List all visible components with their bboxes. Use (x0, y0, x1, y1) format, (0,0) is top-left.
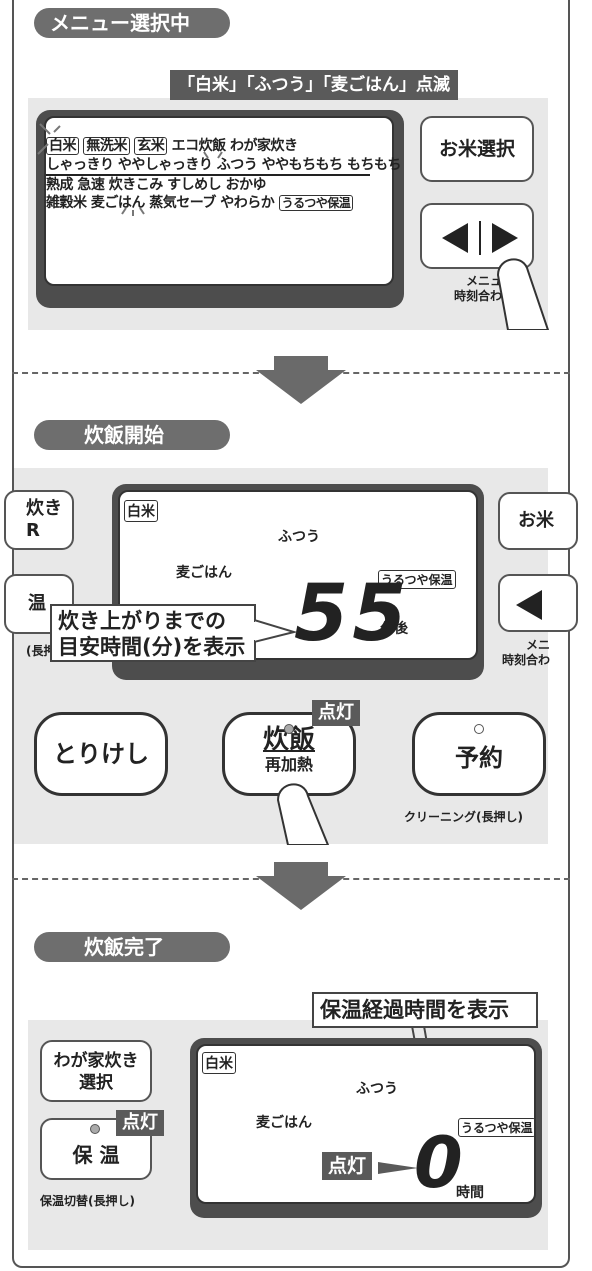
menu-row-2: しゃっきり ややしゃっきり ふつう ややもちもち もちもち (46, 154, 402, 176)
menu-row-4: 雑穀米 麦ごはん 蒸気セーブ やわらか うるつや保温 (46, 192, 354, 212)
remaining-time-callout: 炊き上がりまでの 目安時間(分)を表示 (50, 604, 256, 662)
menu-item: 熟成 (46, 177, 74, 193)
lcd-hours-unit: 時間 (456, 1185, 484, 1201)
section-title-text: メニュー選択中 (50, 11, 190, 35)
section-title-cooking-done: 炊飯完了 (34, 932, 230, 962)
menu-item: 蒸気セーブ (149, 195, 216, 211)
menu-item: ややもちもち (261, 157, 344, 173)
lcd-keepwarm-indicator: うるつや保温 (378, 570, 456, 589)
keepwarm-lit-tag: 点灯 (116, 1110, 164, 1136)
timer-button[interactable]: 予約 (412, 712, 546, 796)
left-arrow-icon (516, 590, 542, 620)
blink-sparkle-icon (121, 207, 145, 216)
menu-item: わが家炊き (230, 138, 298, 154)
lcd-rice-indicator: 白米 (202, 1052, 236, 1074)
down-arrow-icon (256, 356, 346, 404)
menu-item: ふつう (216, 157, 258, 173)
menu-item: すしめし (167, 177, 222, 193)
right-caption: メニ 時刻合わ (501, 638, 550, 667)
blink-sparkle-icon (203, 151, 223, 159)
keepwarm-indicator-led (90, 1124, 100, 1134)
lit-pointer-icon (378, 1162, 418, 1174)
cook-indicator-led (284, 724, 294, 734)
rice-select-button[interactable]: お米選択 (420, 116, 534, 182)
timer-indicator-led (474, 724, 484, 734)
menu-row-1: 白米 無洗米 玄米 エコ炊飯 わが家炊き (46, 135, 298, 155)
manual-frame (12, 0, 570, 1268)
lcd-menu-indicator: 麦ごはん (176, 565, 232, 581)
home-cooking-select-button[interactable]: わが家炊き 選択 (40, 1040, 152, 1102)
lcd-rice-indicator: 白米 (124, 500, 158, 522)
menu-item: 麦ごはん (90, 195, 146, 211)
partial-left-button-1[interactable]: 炊き R (4, 490, 74, 550)
menu-item: おかゆ (225, 177, 267, 193)
lcd-minutes-digits: 55 (294, 569, 411, 659)
callout-pointer-icon (254, 618, 298, 644)
cancel-button[interactable]: とりけし (34, 712, 168, 796)
partial-right-arrow-button[interactable] (498, 574, 578, 632)
menu-item: もちもち (347, 157, 402, 173)
lcd-keepwarm-indicator: うるつや保温 (458, 1118, 536, 1137)
menu-item: しゃっきり (46, 157, 114, 173)
lcd-hours-digit: 0 (414, 1122, 463, 1204)
timer-caption: クリーニング(長押し) (404, 810, 523, 824)
menu-item: 無洗米 (83, 137, 130, 155)
blink-note: 「白米」「ふつう」「麦ごはん」点滅 (170, 70, 458, 100)
section-title-cooking-start: 炊飯開始 (34, 420, 230, 450)
partial-right-button-1[interactable]: お米 (498, 492, 578, 550)
menu-arrow-button[interactable] (420, 203, 534, 269)
lcd-menu-indicator: 麦ごはん (256, 1115, 312, 1131)
menu-item: 炊きこみ (108, 177, 164, 193)
menu-item: 白米 (46, 137, 79, 155)
lcd-minutes-unit: 分後 (380, 621, 408, 637)
menu-row-3: 熟成 急速 炊きこみ すしめし おかゆ (46, 174, 266, 194)
menu-item: ややしゃっきり (117, 157, 213, 173)
menu-lcd (44, 116, 394, 286)
keepwarm-caption: 保温切替(長押し) (40, 1194, 135, 1208)
cook-lit-tag: 点灯 (312, 700, 360, 726)
lcd-texture-indicator: ふつう (278, 529, 320, 545)
menu-item: やわらか (220, 195, 275, 211)
left-caption: (長押 (26, 644, 56, 658)
section-title-menu-select: メニュー選択中 (34, 8, 230, 38)
blink-sparkle-icon (37, 123, 61, 155)
left-right-arrow-icon (442, 221, 518, 255)
section-title-text: 炊飯開始 (84, 423, 164, 447)
lcd-lit-tag: 点灯 (322, 1152, 373, 1180)
menu-item: 玄米 (134, 137, 168, 155)
down-arrow-icon (256, 862, 346, 910)
section-title-text: 炊飯完了 (84, 935, 164, 959)
menu-item: 急速 (77, 177, 105, 193)
finger-icon (276, 783, 330, 845)
menu-item: エコ炊飯 (171, 138, 227, 154)
lcd-texture-indicator: ふつう (356, 1081, 398, 1097)
finger-icon (496, 258, 550, 330)
menu-item: 雑穀米 (46, 195, 87, 211)
elapsed-time-note: 保温経過時間を表示 (312, 992, 538, 1028)
menu-item: うるつや保温 (278, 195, 354, 211)
